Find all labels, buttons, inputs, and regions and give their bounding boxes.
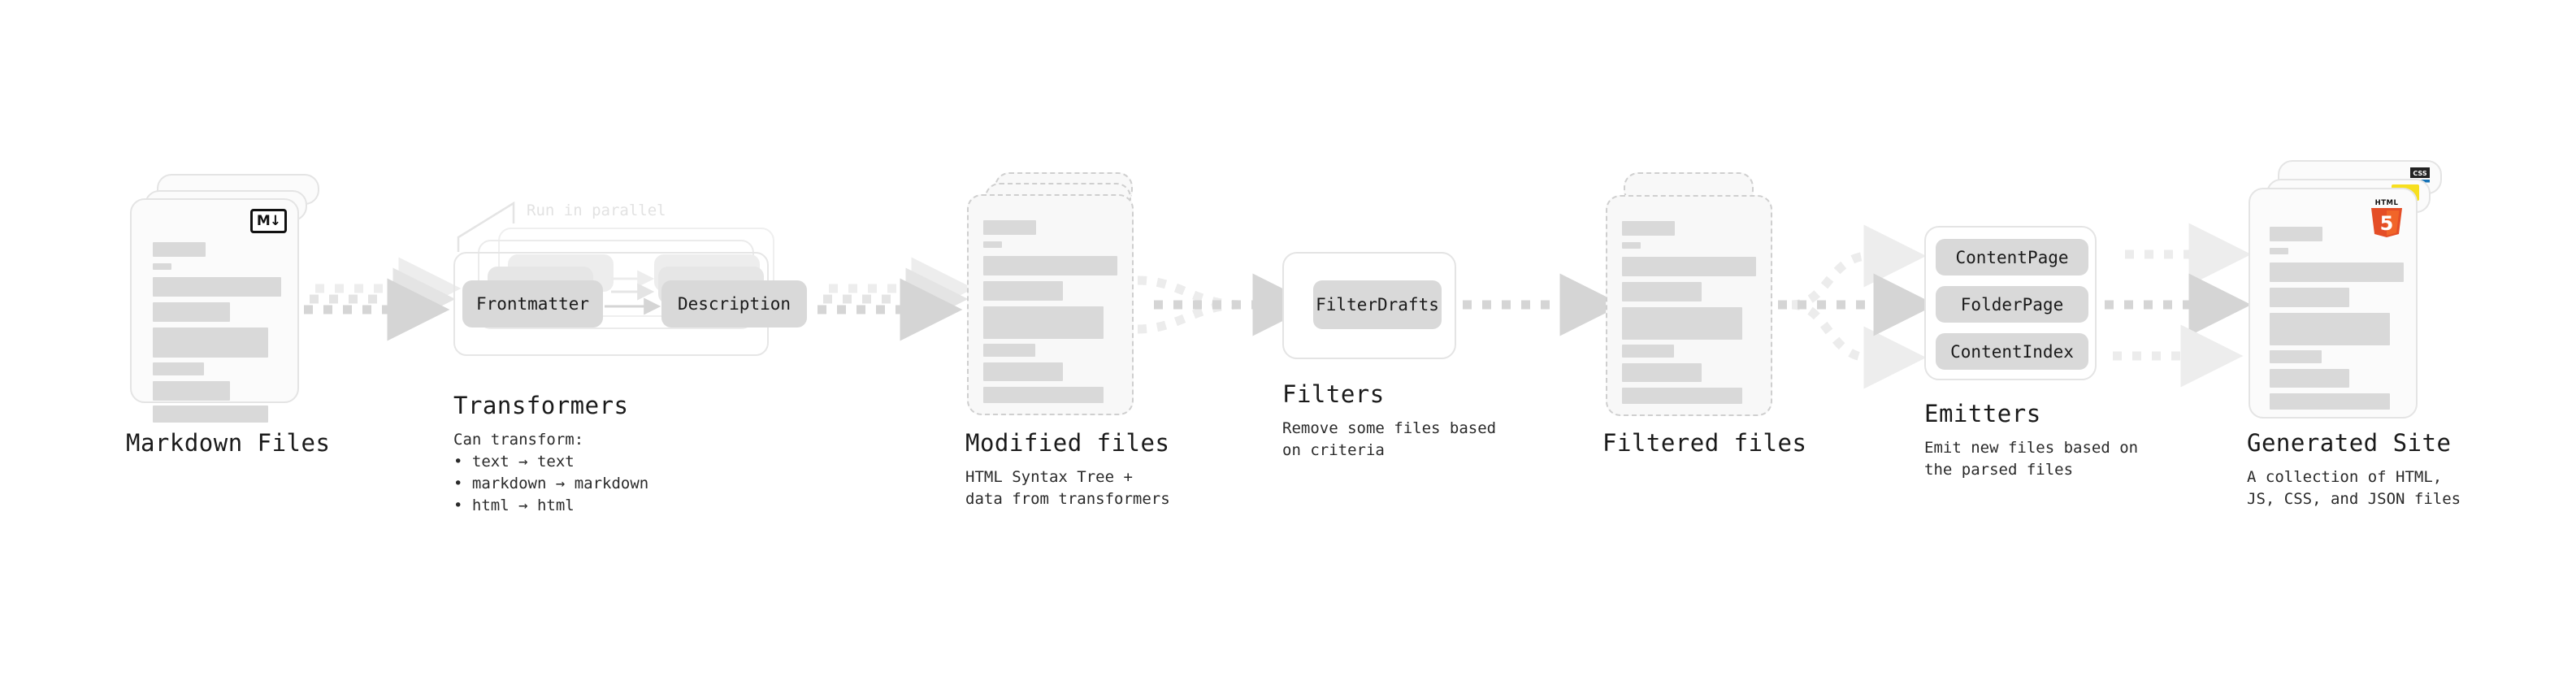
emitter-chip-folderpage[interactable]: FolderPage <box>1936 286 2088 323</box>
svg-text:HTML: HTML <box>2375 199 2399 207</box>
doc-bar <box>983 256 1117 275</box>
modified-card-front <box>967 194 1134 415</box>
doc-bar <box>2270 248 2288 254</box>
doc-bar <box>1622 388 1742 404</box>
markdown-icon: M↓ <box>250 209 287 233</box>
transformer-chip-frontmatter[interactable]: Frontmatter <box>462 280 603 327</box>
doc-bar <box>1622 221 1675 236</box>
doc-bar <box>2270 227 2322 241</box>
arrow-modified-to-filters <box>1137 273 1316 336</box>
doc-bar <box>153 406 268 423</box>
doc-bar <box>2270 369 2349 388</box>
doc-bar <box>983 306 1104 339</box>
svg-text:CSS: CSS <box>2413 170 2426 177</box>
page-title: Transformers <box>453 392 629 419</box>
doc-bar <box>153 277 281 297</box>
doc-bar <box>1622 242 1641 249</box>
filter-chip-filterdrafts[interactable]: FilterDrafts <box>1313 280 1442 329</box>
page-title: Markdown Files <box>126 429 331 457</box>
doc-bar <box>983 344 1035 357</box>
doc-bar <box>983 281 1063 301</box>
arrow-markdown-to-transformers <box>304 257 462 341</box>
stage-subtitle: HTML Syntax Tree + data from transformer… <box>965 468 1170 508</box>
doc-bar <box>983 362 1063 381</box>
doc-bar <box>153 263 171 270</box>
doc-bar <box>153 381 230 401</box>
doc-bar <box>1622 282 1702 301</box>
emitter-chip-contentpage[interactable]: ContentPage <box>1936 239 2088 275</box>
doc-bar <box>983 220 1036 235</box>
doc-bar <box>2270 262 2404 282</box>
page-title: Generated Site <box>2247 429 2452 457</box>
transformer-chip-description[interactable]: Description <box>661 280 807 327</box>
stage-subtitle: Remove some files based on criteria <box>1282 419 1497 459</box>
arrow-transformers-to-modified <box>817 257 974 341</box>
parallel-label: Run in parallel <box>527 202 666 219</box>
stage-subtitle: A collection of HTML, JS, CSS, and JSON … <box>2247 468 2461 508</box>
html5-icon: HTML 5 <box>2371 199 2402 237</box>
arrow-filtered-to-emitters <box>1778 224 1936 389</box>
transformer-internal-arrows <box>605 270 661 315</box>
doc-bar <box>153 242 206 257</box>
doc-bar <box>1622 363 1702 382</box>
page-title: Filtered files <box>1602 429 1807 457</box>
doc-bar <box>2270 393 2390 410</box>
doc-bar <box>1622 307 1742 340</box>
arrow-emitters-to-site <box>2105 223 2252 388</box>
doc-bar <box>1622 345 1674 358</box>
page-title: Modified files <box>965 429 1170 457</box>
doc-bar <box>2270 350 2322 363</box>
doc-bar <box>983 387 1104 403</box>
site-card-front: HTML 5 <box>2249 188 2418 419</box>
doc-bar <box>2270 313 2390 345</box>
filtered-card-front <box>1606 195 1772 416</box>
page-title: Filters <box>1282 380 1385 408</box>
emitter-chip-contentindex[interactable]: ContentIndex <box>1936 333 2088 370</box>
doc-bar <box>1622 257 1756 276</box>
emitters-panel: ContentPage FolderPage ContentIndex <box>1924 226 2097 380</box>
page-title: Emitters <box>1924 400 2041 427</box>
stage-subtitle: Emit new files based on the parsed files <box>1924 439 2139 479</box>
doc-bar <box>153 302 230 322</box>
doc-bar <box>153 362 204 375</box>
stage-subtitle: Can transform: • text → text • markdown … <box>453 431 649 514</box>
doc-bar <box>983 241 1002 248</box>
svg-text:5: 5 <box>2380 212 2394 235</box>
parallel-bracket <box>457 201 515 252</box>
markdown-card-front: M↓ <box>130 198 299 423</box>
doc-bar <box>2270 288 2349 307</box>
doc-bar <box>153 327 268 358</box>
filters-panel: FilterDrafts <box>1282 252 1456 359</box>
